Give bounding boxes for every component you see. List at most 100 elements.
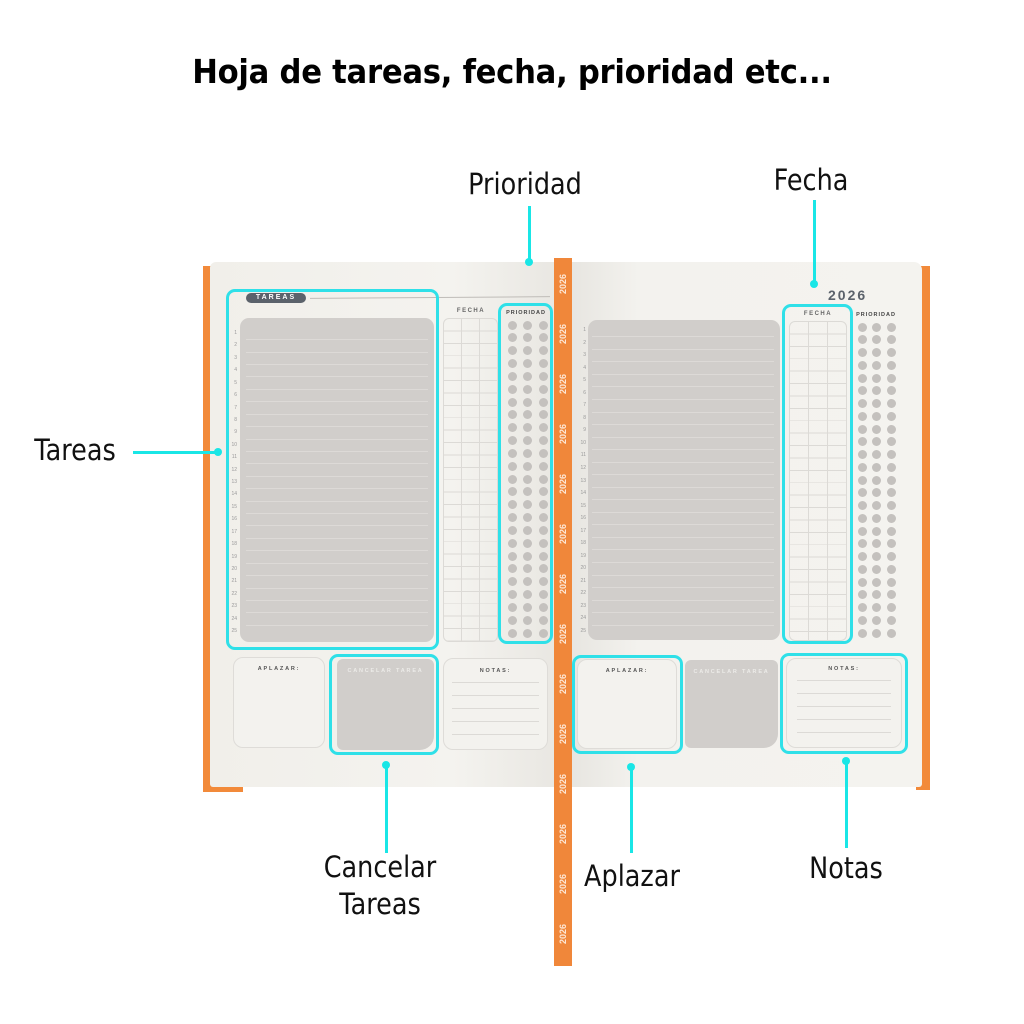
fecha-grid-right[interactable] <box>789 321 847 641</box>
row-number: 12 <box>231 466 237 473</box>
row-rule <box>246 513 428 515</box>
row-number: 6 <box>583 389 586 396</box>
row-rule <box>246 351 428 353</box>
ribbon-year-label: 2026 <box>558 273 568 295</box>
priority-dot <box>857 360 867 370</box>
priority-dot <box>538 359 548 368</box>
priority-dot <box>507 590 517 599</box>
callout-cancelar-line2: Tareas <box>339 887 421 921</box>
priority-dot <box>871 628 881 638</box>
priority-dot <box>857 399 867 408</box>
notas-label-right: NOTAS: <box>828 666 860 672</box>
priority-dot <box>522 346 532 356</box>
priority-dot <box>538 461 548 471</box>
row-rule <box>246 364 428 366</box>
priority-dot <box>886 450 896 459</box>
row-number: 25 <box>580 628 586 634</box>
priority-dot <box>871 322 881 332</box>
prioridad-header: PRIORIDAD <box>506 310 546 316</box>
priority-dot <box>538 410 548 420</box>
tasks-lines-area-right[interactable] <box>588 320 780 640</box>
priority-dot <box>871 399 881 408</box>
priority-dot <box>538 346 548 356</box>
notes-line <box>452 734 539 735</box>
priority-dot <box>871 437 881 447</box>
cancelar-tarea-box[interactable]: CANCELAR TAREA <box>337 659 434 750</box>
row-number: 9 <box>583 427 586 434</box>
priority-dot <box>507 410 517 420</box>
connector-dot-tareas <box>214 448 222 456</box>
row-number: 1 <box>234 330 237 336</box>
notas-box-right[interactable]: NOTAS: <box>786 658 902 748</box>
priority-dot <box>538 448 548 458</box>
row-rule <box>592 336 774 338</box>
row-rule <box>592 524 774 526</box>
row-number: 18 <box>580 540 586 547</box>
priority-dot <box>857 501 867 510</box>
priority-dot <box>538 333 548 343</box>
priority-dot <box>522 487 532 497</box>
connector-aplazar <box>630 767 633 853</box>
priority-dot <box>538 500 548 510</box>
row-rule <box>592 562 774 564</box>
priority-dot <box>538 590 548 599</box>
page-title: Hoja de tareas, fecha, prioridad etc... <box>192 52 832 91</box>
notes-line <box>452 721 539 722</box>
row-number: 16 <box>580 515 586 522</box>
priority-dot <box>507 615 517 625</box>
row-number: 19 <box>580 552 586 559</box>
ribbon-year-label: 2026 <box>558 473 568 495</box>
row-number: 5 <box>234 379 237 386</box>
row-number: 10 <box>231 441 237 448</box>
ribbon-year-label: 2026 <box>558 373 568 395</box>
priority-dot <box>871 386 881 396</box>
priority-dot <box>871 552 881 561</box>
row-rule <box>592 549 774 551</box>
row-number: 22 <box>231 590 237 597</box>
priority-dot <box>857 488 867 498</box>
priority-dot <box>538 397 548 407</box>
row-number: 21 <box>580 577 586 584</box>
connector-tareas <box>133 451 217 454</box>
priority-dot <box>507 461 517 471</box>
row-rule <box>246 525 428 527</box>
priority-dot <box>522 577 532 587</box>
row-number: 7 <box>583 402 586 409</box>
priority-dot <box>507 525 517 535</box>
priority-dot <box>886 552 896 561</box>
aplazar-label-right: APLAZAR: <box>605 668 649 674</box>
priority-dot <box>522 448 532 458</box>
highlight-tareas <box>226 289 439 650</box>
priority-dot <box>522 551 532 561</box>
priority-dot <box>522 628 532 638</box>
priority-dot <box>886 335 896 345</box>
cancelar-tarea-box-right[interactable]: CANCELAR TAREA <box>685 660 778 748</box>
row-number: 24 <box>580 615 586 622</box>
fecha-header-right: FECHA <box>803 311 833 317</box>
row-rule <box>246 500 428 502</box>
row-rule <box>592 449 774 451</box>
priority-dot <box>538 628 548 638</box>
connector-fecha <box>813 200 816 282</box>
row-rule <box>592 587 774 589</box>
row-number: 21 <box>231 578 237 585</box>
connector-dot-fecha <box>810 280 818 288</box>
fecha-grid[interactable] <box>443 318 498 642</box>
connector-dot-prioridad <box>525 258 533 266</box>
ribbon-year-label: 2026 <box>558 823 568 845</box>
ribbon-year-label: 2026 <box>558 423 568 445</box>
aplazar-label: APLAZAR: <box>257 666 301 672</box>
priority-dot <box>857 475 867 485</box>
notas-box[interactable]: NOTAS: <box>443 658 548 750</box>
priority-dot <box>507 384 517 394</box>
row-rule <box>246 587 428 589</box>
row-number: 15 <box>231 503 237 510</box>
row-rule <box>592 361 774 363</box>
priority-dot <box>538 577 548 587</box>
ribbon-year-label: 2026 <box>558 323 568 345</box>
connector-cancelar <box>385 765 388 853</box>
priority-dot <box>886 411 896 421</box>
aplazar-box[interactable]: APLAZAR: <box>233 657 325 748</box>
priority-dot <box>871 501 881 510</box>
aplazar-box-right[interactable]: APLAZAR: <box>577 659 677 749</box>
